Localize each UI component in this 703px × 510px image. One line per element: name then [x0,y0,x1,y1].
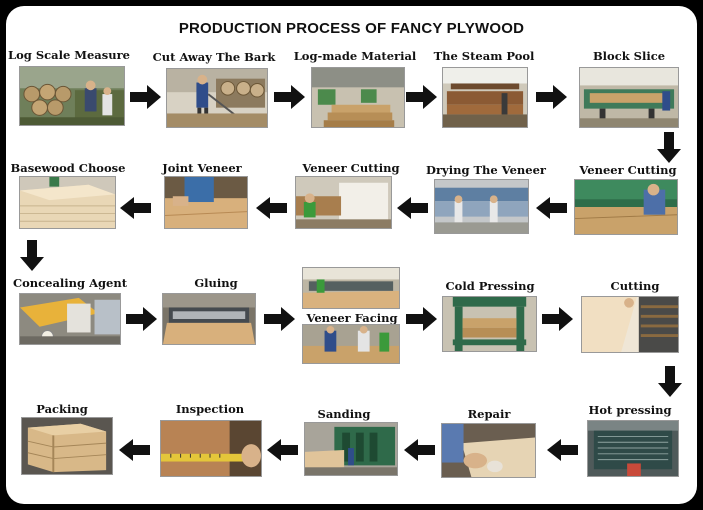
step-label-sanding: Sanding [317,407,371,421]
packing-crate-photo [21,417,113,475]
gluing-machine-photo [162,293,256,345]
cold-press-photo [442,296,537,352]
process-diagram: PRODUCTION PROCESS OF FANCY PLYWOOD Log … [6,6,697,504]
step-label-cut-away-the-bark: Cut Away The Bark [152,50,276,64]
veneer-facing-photo [302,267,400,309]
arrow-right-icon [406,307,437,331]
arrow-right-icon [274,85,305,109]
arrow-right-icon [130,85,161,109]
step-label-drying-the-veneer: Drying The Veneer [426,163,546,177]
arrow-left-icon [536,197,567,219]
edge-cutting-photo [581,296,679,353]
step-label-cold-pressing: Cold Pressing [445,279,535,293]
arrow-right-icon [406,85,437,109]
arrow-right-icon [536,85,567,109]
step-label-inspection: Inspection [175,402,245,416]
steam-pool-photo [442,67,528,128]
sanding-machine-photo [304,422,398,476]
veneer-dryer-photo [434,179,529,234]
veneer-facing-photo [302,324,400,364]
arrow-down-icon [657,132,681,163]
step-label-block-slice: Block Slice [592,49,666,63]
arrow-right-icon [542,307,573,331]
step-label-hot-pressing: Hot pressing [588,403,672,417]
concealing-agent-photo [19,293,121,345]
step-label-log-scale-measure: Log Scale Measure [8,48,130,62]
arrow-left-icon [267,439,298,461]
step-label-the-steam-pool: The Steam Pool [433,49,535,63]
repair-photo [441,423,536,478]
hot-press-photo [587,420,679,477]
arrow-down-icon [20,240,44,271]
step-label-gluing: Gluing [194,276,238,290]
arrow-left-icon [547,439,578,461]
step-label-veneer-cutting-right: Veneer Cutting [579,163,677,177]
step-label-veneer-facing: Veneer Facing [306,311,398,325]
arrow-left-icon [397,197,428,219]
step-label-veneer-cutting-mid: Veneer Cutting [302,161,400,175]
step-label-repair: Repair [467,407,511,421]
arrow-right-icon [126,307,157,331]
step-label-cutting: Cutting [610,279,660,293]
arrow-left-icon [404,439,435,461]
arrow-left-icon [256,197,287,219]
diagram-title: PRODUCTION PROCESS OF FANCY PLYWOOD [178,20,525,37]
joint-veneer-photo [164,176,248,229]
step-label-joint-veneer: Joint Veneer [162,161,242,175]
arrow-left-icon [120,197,151,219]
log-material-photo [311,67,405,128]
veneer-cutting-photo [295,176,392,229]
inspection-photo [160,420,262,477]
step-label-log-made-material: Log-made Material [293,49,417,63]
basewood-stack-photo [19,176,116,229]
step-label-basewood-choose: Basewood Choose [10,161,126,175]
step-label-packing: Packing [36,402,88,416]
arrow-right-icon [264,307,295,331]
step-label-concealing-agent: Concealing Agent [12,276,128,290]
bark-removal-photo [166,68,268,128]
arrow-down-icon [658,366,682,397]
log-pile-photo [19,66,125,126]
veneer-cutting-photo [574,179,678,235]
block-slice-photo [579,67,679,128]
arrow-left-icon [119,439,150,461]
